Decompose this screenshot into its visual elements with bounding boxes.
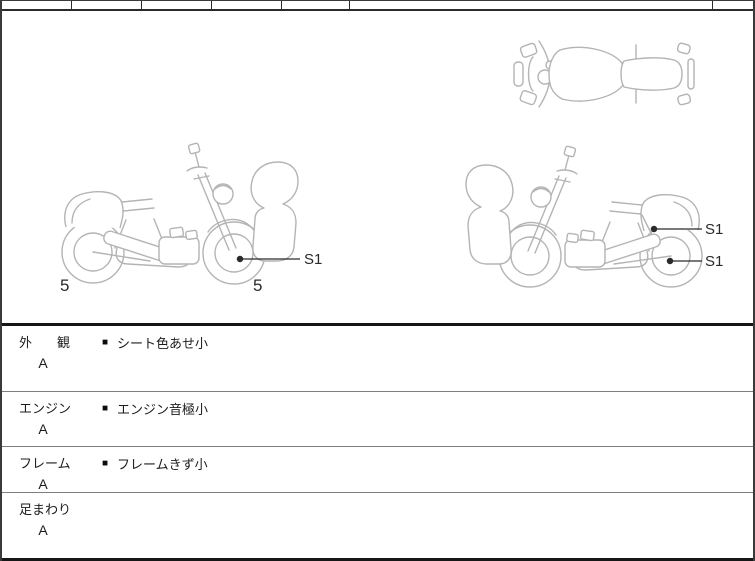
remark-text: フレームきず小 bbox=[117, 457, 208, 472]
square-bullet-icon: ■ bbox=[102, 336, 109, 348]
motorcycle-right-side-view bbox=[61, 142, 299, 285]
damage-code-s1-upper: S1 bbox=[705, 221, 723, 238]
top-row-divider bbox=[281, 1, 282, 9]
square-bullet-icon: ■ bbox=[102, 402, 109, 414]
remark: ■ エンジン音極小 bbox=[102, 399, 208, 418]
top-row-divider bbox=[349, 1, 350, 9]
top-row-divider bbox=[712, 1, 713, 9]
condition-row-frame: フレーム A ■ フレームきず小 bbox=[2, 446, 753, 492]
grade-value: A bbox=[38, 421, 48, 437]
condition-row-undercarriage: 足まわり A bbox=[2, 492, 753, 558]
top-row-divider bbox=[211, 1, 212, 9]
remark: ■ フレームきず小 bbox=[102, 454, 208, 473]
damage-code-rear-wheel: 5 bbox=[60, 276, 69, 295]
grade-value: A bbox=[38, 476, 48, 492]
section-divider bbox=[2, 323, 753, 326]
category-label: エンジン bbox=[19, 401, 72, 416]
top-row-divider bbox=[141, 1, 142, 9]
grade-value: A bbox=[38, 522, 48, 538]
grade-value: A bbox=[38, 355, 48, 371]
motorcycle-top-view bbox=[513, 40, 695, 108]
motorcycle-left-side-view bbox=[465, 145, 703, 288]
condition-row-exterior: 外 観 A ■ シート色あせ小 bbox=[2, 326, 753, 391]
top-table-row bbox=[2, 1, 753, 11]
damage-code-s1: S1 bbox=[304, 251, 322, 268]
category-label: フレーム bbox=[19, 456, 71, 471]
damage-code-s1-lower: S1 bbox=[705, 253, 723, 270]
remark-text: シート色あせ小 bbox=[117, 336, 209, 351]
top-row-divider bbox=[71, 1, 72, 9]
condition-row-engine: エンジン A ■ エンジン音極小 bbox=[2, 391, 753, 446]
category-label: 外 観 bbox=[19, 335, 77, 350]
square-bullet-icon: ■ bbox=[102, 457, 109, 469]
right-bike-annotations: S1 S1 bbox=[650, 221, 723, 270]
sheet-bottom-border bbox=[2, 558, 753, 561]
damage-code-front-wheel: 5 bbox=[253, 276, 262, 295]
category-label: 足まわり bbox=[19, 502, 72, 517]
left-bike-annotations: 5 5 S1 bbox=[60, 251, 322, 295]
remark: ■ シート色あせ小 bbox=[102, 333, 208, 352]
motorcycle-diagram: 5 5 S1 S1 S1 bbox=[60, 40, 723, 295]
remark-text: エンジン音極小 bbox=[117, 402, 209, 417]
